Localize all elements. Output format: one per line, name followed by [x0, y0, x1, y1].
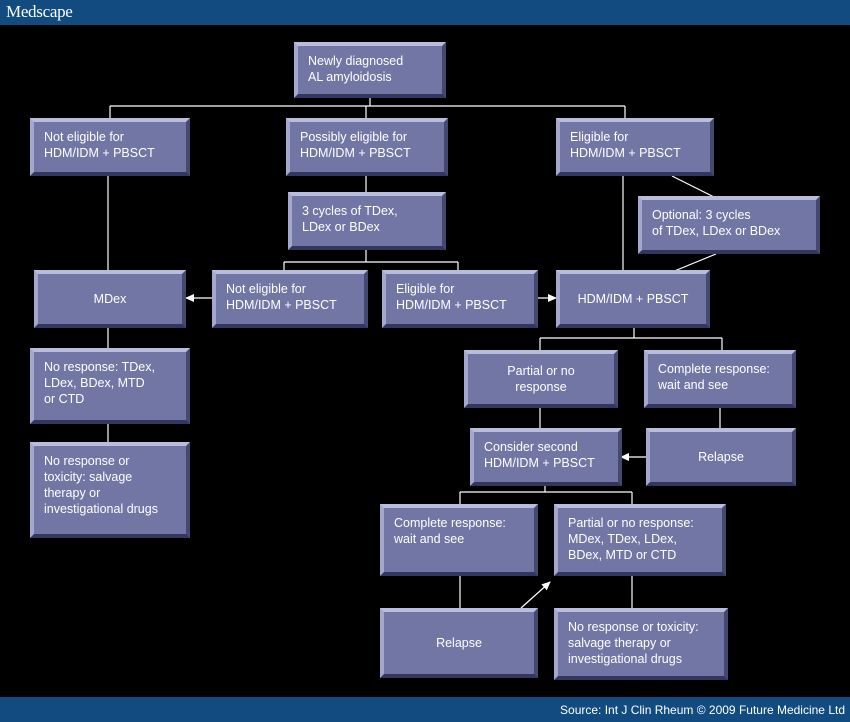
node-partial-no-response-bottom: Partial or no response: MDex, TDex, LDex…	[554, 504, 726, 576]
footer-bar: Source: Int J Clin Rheum © 2009 Future M…	[0, 697, 850, 722]
node-eligible-mid: Eligible for HDM/IDM + PBSCT	[382, 270, 538, 328]
node-hdm-pbsct: HDM/IDM + PBSCT	[556, 270, 710, 328]
node-no-response-left: No response: TDex, LDex, BDex, MTD or CT…	[30, 348, 190, 424]
node-no-response-toxicity-left: No response or toxicity: salvage therapy…	[30, 442, 190, 538]
node-relapse-right: Relapse	[646, 428, 796, 486]
node-consider-second: Consider second HDM/IDM + PBSCT	[470, 428, 622, 486]
node-relapse-bottom: Relapse	[380, 608, 538, 678]
connector-arrow	[520, 581, 551, 609]
node-newly-diagnosed: Newly diagnosed AL amyloidosis	[294, 42, 446, 98]
connector-line	[671, 253, 717, 273]
source-credit: Source: Int J Clin Rheum © 2009 Future M…	[560, 703, 845, 717]
node-possibly-eligible: Possibly eligible for HDM/IDM + PBSCT	[286, 118, 448, 176]
node-not-eligible-mid: Not eligible for HDM/IDM + PBSCT	[212, 270, 368, 328]
connector-line	[671, 175, 717, 199]
medscape-logo: Medscape	[6, 2, 73, 21]
node-eligible-top: Eligible for HDM/IDM + PBSCT	[556, 118, 714, 176]
node-three-cycles: 3 cycles of TDex, LDex or BDex	[288, 192, 446, 250]
node-complete-response-right: Complete response: wait and see	[644, 350, 796, 408]
node-optional-cycles: Optional: 3 cycles of TDex, LDex or BDex	[638, 196, 820, 254]
header-bar: Medscape	[0, 0, 850, 25]
node-partial-no-response: Partial or no response	[464, 350, 618, 408]
node-mdex: MDex	[34, 270, 186, 328]
node-not-eligible-top: Not eligible for HDM/IDM + PBSCT	[30, 118, 190, 176]
node-no-response-toxicity-bottom: No response or toxicity: salvage therapy…	[554, 608, 728, 680]
node-complete-response-bottom: Complete response: wait and see	[380, 504, 538, 576]
